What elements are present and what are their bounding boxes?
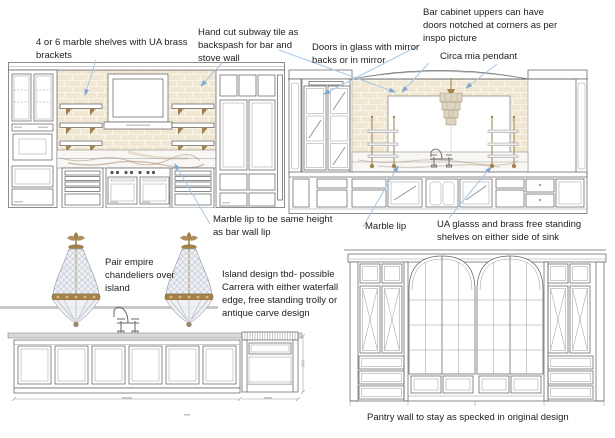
stove-wall-elevation-drawing: [8, 62, 285, 208]
marble-counter: [56, 149, 225, 169]
island-trolly-section: [241, 331, 299, 393]
note-marble-lip: Marble lip: [365, 221, 407, 232]
note-bar-cabinet-uppers: Bar cabinet uppers can have doors notche…: [423, 7, 558, 44]
pantry-wall-elevation-drawing: [344, 249, 607, 406]
bar-wall-elevation-drawing: [288, 69, 588, 214]
note-circa-pendant: Circa mia pendant: [440, 51, 518, 62]
note-marble-shelves: 4 or 6 marble shelves with UA brass brac…: [36, 37, 188, 61]
note-subway-tile: Hand cut subway tile as backspash for ba…: [198, 27, 299, 64]
marble-shelves-left: [59, 103, 103, 153]
island-faucet-drawing: [113, 306, 142, 335]
note-empire-chandeliers: Pair empire chandeliers over island: [105, 257, 175, 294]
island-elevation-drawing: [7, 306, 306, 416]
note-glass-mirror-doors: Doors in glass with mirror backs or in m…: [312, 42, 420, 66]
note-pantry-wall: Pantry wall to stay as specked in origin…: [367, 412, 569, 423]
note-ua-standing-shelves: UA glasss and brass free standing shelve…: [437, 219, 582, 243]
chandelier-drawing: [0, 231, 218, 328]
glass-cabinet-left: [301, 78, 351, 175]
sink-faucet-drawing: [430, 148, 453, 168]
brass-standing-shelf-right: [487, 115, 519, 169]
marble-shelves-right: [171, 103, 215, 153]
note-marble-lip-height: Marble lip to be same height as bar wall…: [213, 214, 333, 238]
counter-reference-line: [0, 306, 218, 309]
note-island-design: Island design tbd- possible Carrera with…: [222, 269, 339, 319]
range-drawing: [105, 167, 171, 208]
